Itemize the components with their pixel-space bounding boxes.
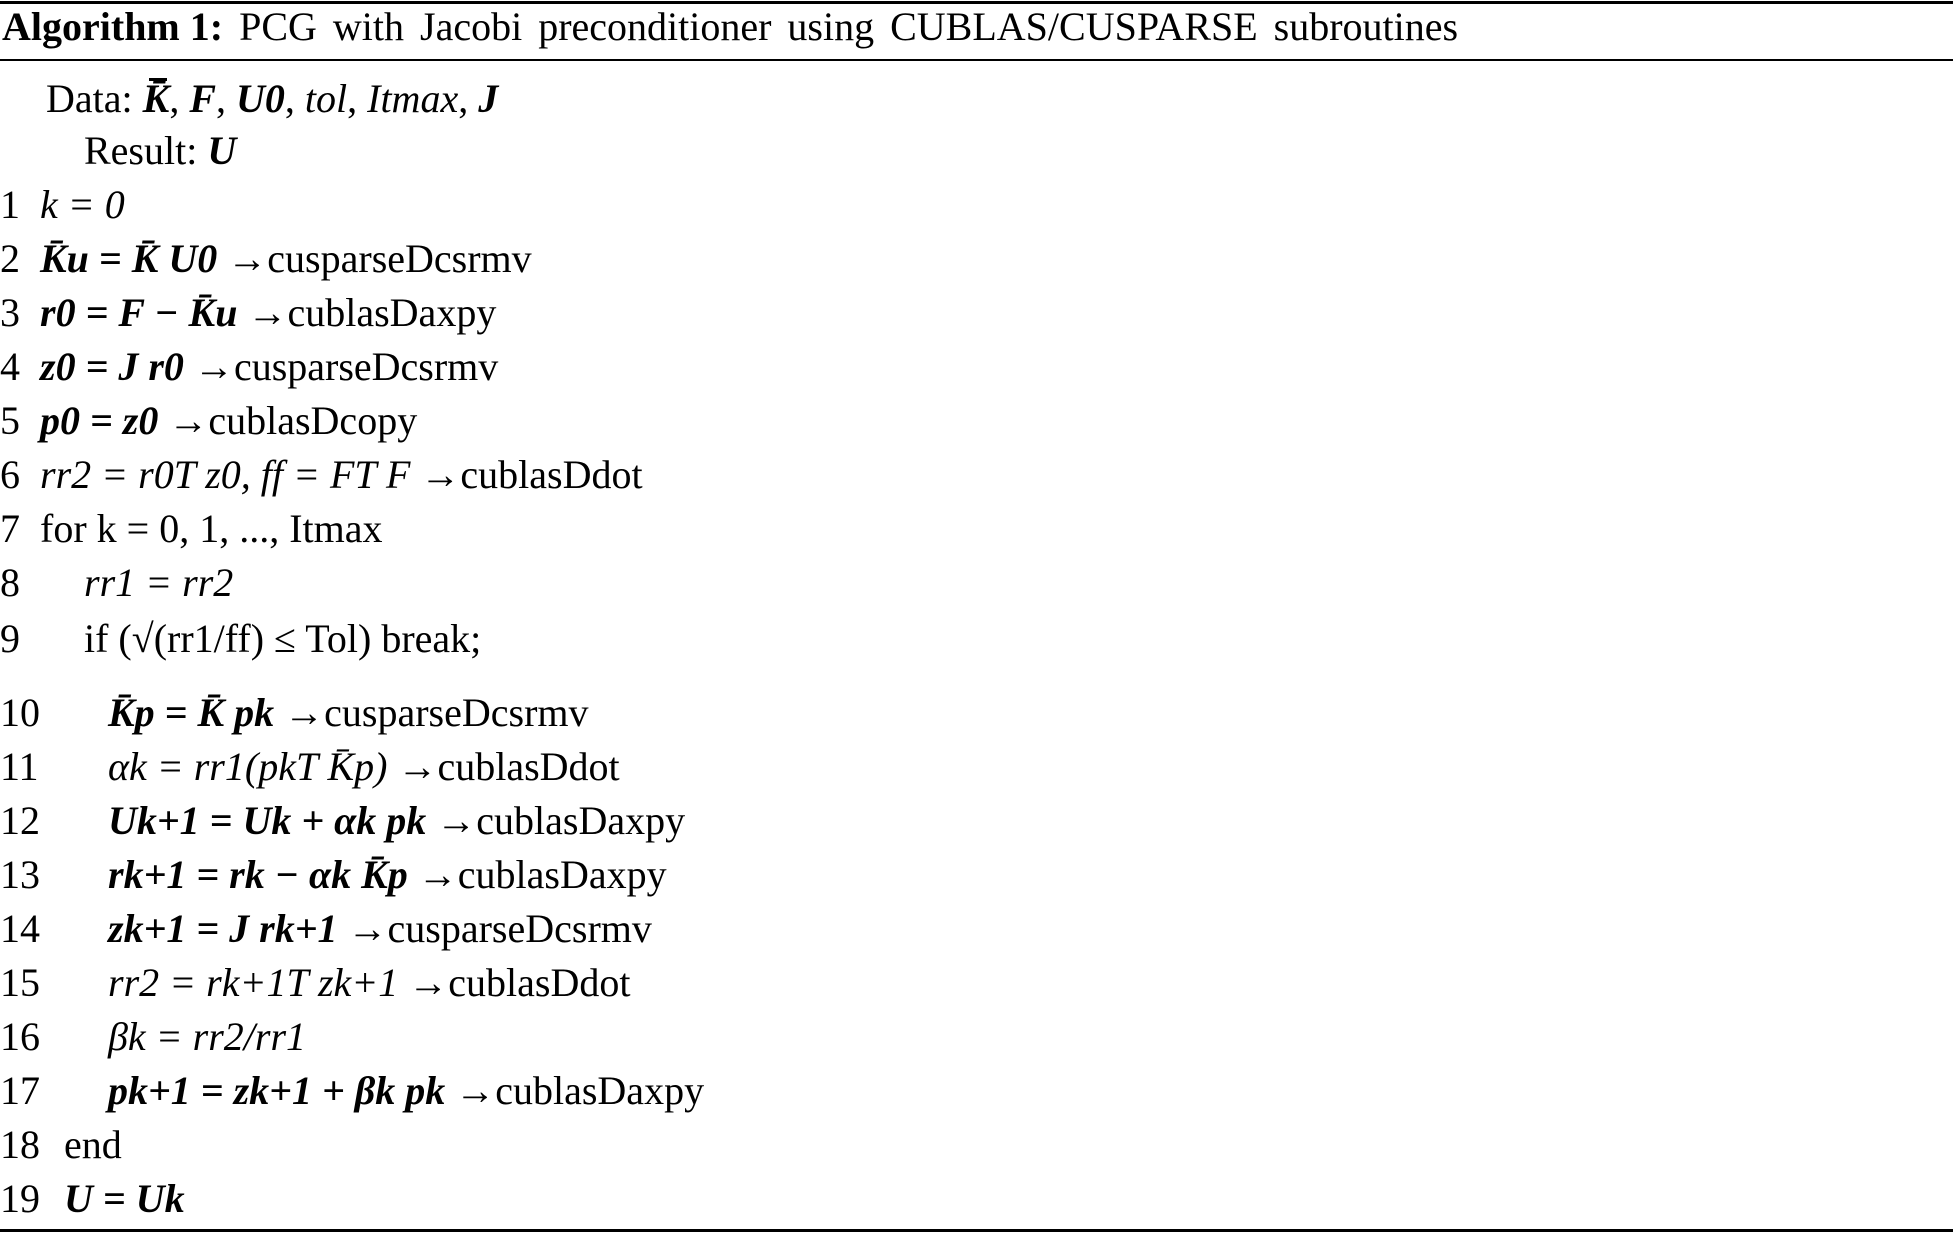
line-number: 8 xyxy=(0,560,20,605)
routine-name: cublasDdot xyxy=(448,960,631,1005)
data-symbol: U0 xyxy=(236,76,285,121)
bottom-rule xyxy=(0,1229,1953,1232)
data-symbol: J xyxy=(478,76,499,121)
routine-name: cusparseDcsrmv xyxy=(233,344,499,389)
line-number: 10 xyxy=(0,690,40,735)
step-expression: r0 = F − K̄u xyxy=(40,290,238,335)
data-symbol: tol xyxy=(304,76,348,121)
arrow-glyph: → xyxy=(417,852,458,897)
data-symbol: Itmax xyxy=(367,76,459,121)
arrow-glyph: → xyxy=(347,906,388,951)
result-label: Result: xyxy=(84,128,198,173)
line-number: 19 xyxy=(0,1176,40,1221)
arrow-glyph: → xyxy=(168,398,209,443)
result-symbol: U xyxy=(207,128,237,173)
line-number: 1 xyxy=(0,182,20,227)
step-expression: K̄u = K̄ U0 xyxy=(40,236,218,281)
step-expression: zk+1 = J rk+1 xyxy=(108,906,338,951)
routine-name: cublasDdot xyxy=(437,744,620,789)
algorithm-label: Algorithm 1: xyxy=(2,4,224,49)
line-number: 17 xyxy=(0,1068,40,1113)
routine-name: cublasDaxpy xyxy=(457,852,667,897)
data-symbol: K̄ xyxy=(143,72,170,126)
routine-name: cublasDdot xyxy=(460,452,643,497)
step-expression: K̄p = K̄ pk xyxy=(108,690,275,735)
routine-name: cublasDaxpy xyxy=(287,290,497,335)
step-expression: pk+1 = zk+1 + βk pk xyxy=(108,1068,446,1113)
data-symbol: F xyxy=(189,76,216,121)
arrow-glyph: → xyxy=(397,744,438,789)
line-number: 2 xyxy=(0,236,20,281)
step-expression: rr2 = rk+1T zk+1 xyxy=(108,960,399,1005)
arrow-glyph: → xyxy=(408,960,449,1005)
routine-name: cublasDaxpy xyxy=(495,1068,705,1113)
arrow-glyph: → xyxy=(247,290,288,335)
routine-name: cusparseDcsrmv xyxy=(324,690,589,735)
routine-name: cusparseDcsrmv xyxy=(387,906,652,951)
line-number: 14 xyxy=(0,906,40,951)
arrow-glyph: → xyxy=(455,1068,496,1113)
line-number: 18 xyxy=(0,1122,40,1167)
line-number: 16 xyxy=(0,1014,40,1059)
arrow-glyph: → xyxy=(420,452,461,497)
arrow-glyph: → xyxy=(193,344,234,389)
line-number: 15 xyxy=(0,960,40,1005)
arrow-glyph: → xyxy=(284,690,325,735)
step-expression: αk = rr1(pkT K̄p) xyxy=(108,744,388,789)
step-expression: U = Uk xyxy=(64,1176,185,1221)
line-number: 7 xyxy=(0,506,20,551)
line-number: 3 xyxy=(0,290,20,335)
step-expression: if (√(rr1/ff) ≤ Tol) break; xyxy=(84,616,482,661)
top-rule xyxy=(0,1,1953,4)
step-expression: end xyxy=(64,1122,122,1167)
line-number: 4 xyxy=(0,344,20,389)
step-expression: βk = rr2/rr1 xyxy=(108,1014,307,1059)
routine-name: cublasDaxpy xyxy=(476,798,686,843)
step-expression: z0 = J r0 xyxy=(40,344,184,389)
algorithm-title: Algorithm 1: PCG with Jacobi preconditio… xyxy=(2,0,1458,54)
header-rule xyxy=(0,59,1953,61)
line-number: 6 xyxy=(0,452,20,497)
step-expression: rk+1 = rk − αk K̄p xyxy=(108,852,408,897)
data-label: Data: xyxy=(46,76,133,121)
step-expression: for k = 0, 1, ..., Itmax xyxy=(40,506,383,551)
step-expression: rr1 = rr2 xyxy=(84,560,234,605)
arrow-glyph: → xyxy=(436,798,477,843)
step-expression: k = 0 xyxy=(40,182,125,227)
arrow-glyph: → xyxy=(227,236,268,281)
step-expression: Uk+1 = Uk + αk pk xyxy=(108,798,427,843)
line-number: 9 xyxy=(0,616,20,661)
routine-name: cusparseDcsrmv xyxy=(267,236,532,281)
algorithm-caption: PCG with Jacobi preconditioner using CUB… xyxy=(239,4,1459,49)
step-expression: rr2 = r0T z0, ff = FT F xyxy=(40,452,411,497)
line-number: 11 xyxy=(0,744,39,789)
line-number: 12 xyxy=(0,798,40,843)
step-expression: p0 = z0 xyxy=(40,398,159,443)
line-number: 5 xyxy=(0,398,20,443)
line-number: 13 xyxy=(0,852,40,897)
routine-name: cublasDcopy xyxy=(208,398,418,443)
